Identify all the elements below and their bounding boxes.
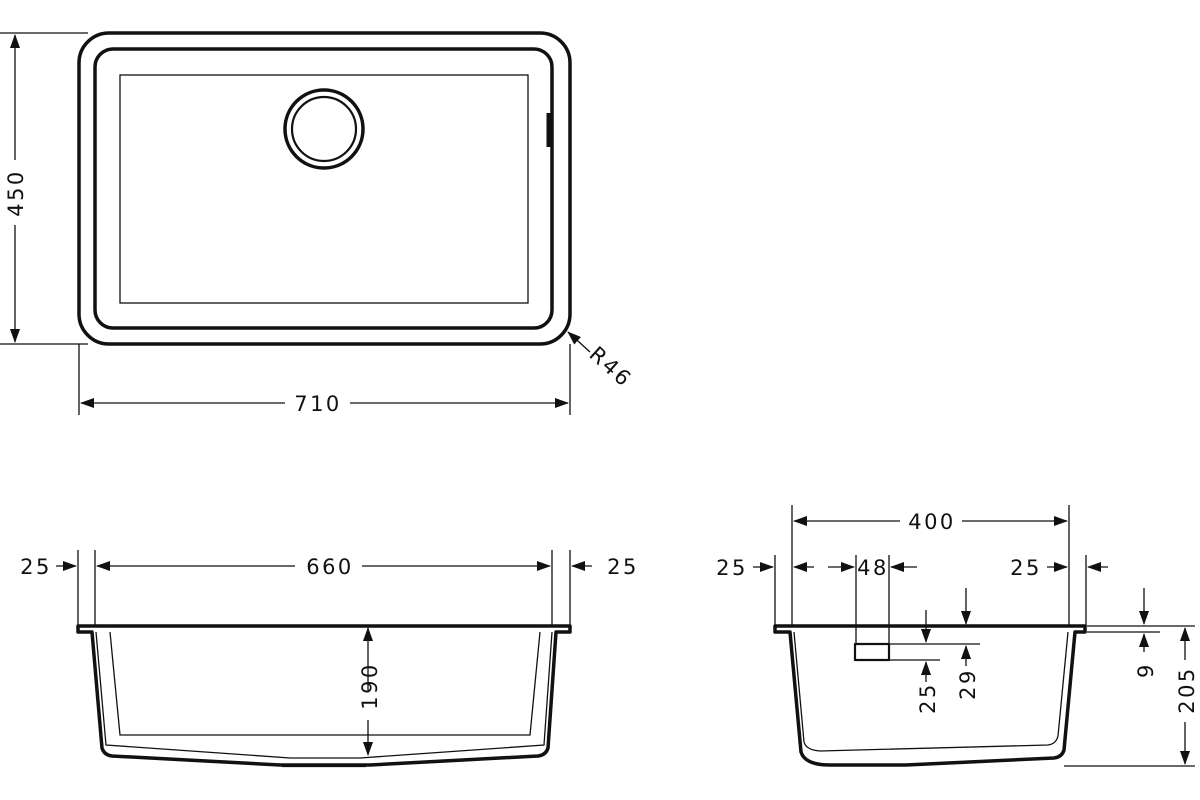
- side-outer-width-dimension: 400: [793, 510, 1068, 534]
- side-overflow-a-label: 25: [916, 682, 940, 714]
- front-right-rim-label: 25: [607, 555, 639, 579]
- side-basin-inner: [793, 631, 1069, 752]
- side-drain-offset-dimension: 48: [828, 556, 917, 580]
- side-left-rim-dimension: 25: [716, 556, 814, 580]
- side-outer-width-label: 400: [908, 510, 956, 534]
- front-left-rim-dimension: 25: [20, 555, 77, 579]
- top-view: 450 710 R46: [0, 31, 637, 416]
- sink-basin-floor: [119, 74, 529, 304]
- width-dimension: 710: [78, 344, 571, 416]
- radius-callout: R46: [567, 331, 637, 393]
- front-depth-dimension: 190: [358, 627, 382, 756]
- overflow-opening: [853, 642, 891, 662]
- side-overflow-a-dimension: 25: [916, 610, 940, 714]
- side-overflow-b-dimension: 29: [956, 588, 980, 700]
- side-right-rim-label: 25: [1010, 556, 1042, 580]
- radius-label: R46: [585, 342, 637, 393]
- front-right-rim-dimension: 25: [571, 555, 639, 579]
- side-view: 400 25 48 25 25: [716, 505, 1199, 767]
- front-view: 25 660 25 190: [20, 550, 639, 768]
- front-basin-inner: [95, 631, 553, 759]
- height-label: 450: [4, 169, 28, 217]
- front-basin-inner-2: [109, 631, 541, 736]
- sink-outer-rim: [77, 31, 572, 346]
- side-left-rim-label: 25: [716, 556, 748, 580]
- side-right-rim-dimension: 25: [1010, 556, 1108, 580]
- side-total-height-dimension: 205: [1175, 627, 1199, 765]
- front-inner-width-label: 660: [306, 555, 354, 579]
- front-depth-label: 190: [358, 662, 382, 710]
- side-drain-offset-label: 48: [857, 556, 889, 580]
- front-sink-profile: [76, 624, 572, 767]
- front-inner-width-dimension: 660: [96, 555, 551, 579]
- sink-inner-rim: [93, 47, 554, 330]
- drain-inner-circle: [290, 95, 358, 163]
- height-dimension: 450: [0, 32, 88, 345]
- width-label: 710: [294, 392, 342, 416]
- drain-outer-circle: [283, 88, 365, 170]
- side-rim-thickness-label: 9: [1134, 662, 1158, 678]
- side-sink-profile: [773, 624, 1087, 767]
- side-rim-thickness-dimension: 9: [1134, 588, 1158, 678]
- side-overflow-b-label: 29: [956, 668, 980, 700]
- front-left-rim-label: 25: [20, 555, 52, 579]
- side-total-height-label: 205: [1175, 666, 1199, 714]
